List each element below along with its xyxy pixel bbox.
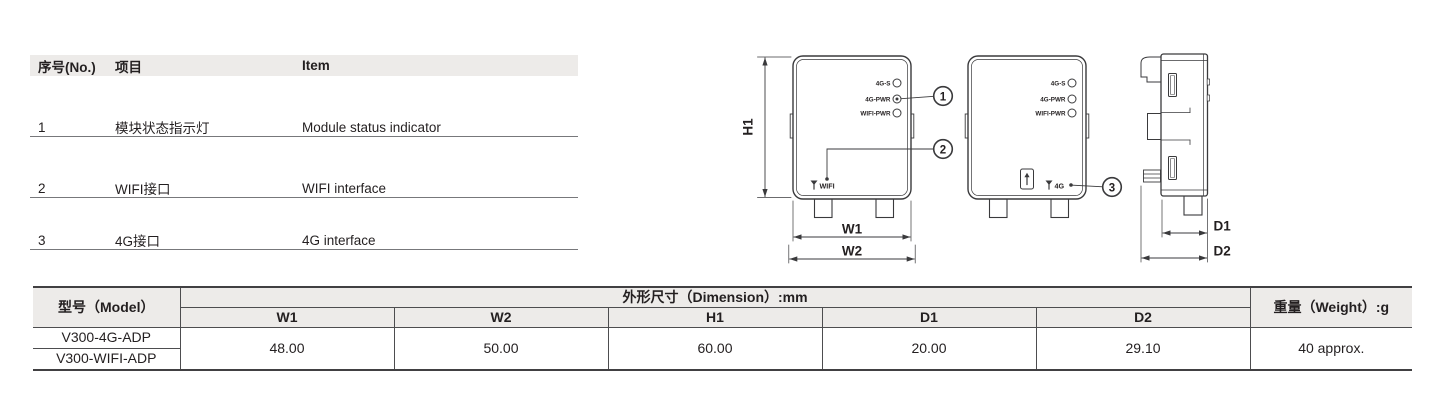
table-subheader-row: W1 W2 H1 D1 D2: [33, 307, 1412, 328]
dimension-group-header: 外形尺寸（Dimension）:mm: [179, 286, 1251, 308]
callout-1: [932, 85, 954, 107]
col-header-w1: W1: [179, 307, 395, 328]
callout-3-number: 3: [1109, 182, 1115, 194]
led-label: WIFI-PWR: [1035, 110, 1066, 117]
row-item-en: WIFI interface: [302, 180, 387, 196]
mount-foot: [988, 198, 1008, 219]
front-view-4g: [964, 55, 1104, 219]
dim-w2: [788, 244, 916, 264]
col-header-item-en: Item: [302, 58, 330, 73]
led-4g-s: [1067, 78, 1077, 88]
table-header-row: 型号（Model） 外形尺寸（Dimension）:mm 重量（Weight）:…: [33, 286, 1413, 328]
col-header-d2: D2: [1035, 307, 1251, 328]
col-header-d1: D1: [821, 307, 1037, 328]
device-body: [967, 55, 1087, 200]
antenna-label-4g: 4G: [1055, 182, 1065, 191]
mount-foot: [875, 198, 895, 219]
led-wifi-pwr: [1067, 108, 1077, 118]
col-header-item-cn: 项目: [115, 59, 142, 75]
model-name: V300-WIFI-ADP: [33, 348, 181, 371]
mount-foot: [1183, 195, 1203, 216]
row-item-en: 4G interface: [302, 232, 376, 248]
front-view-wifi: [757, 55, 935, 264]
led-label: 4G-S: [876, 80, 891, 87]
row-item-cn: 模块状态指示灯: [115, 121, 210, 136]
antenna-label-wifi: WIFI: [820, 182, 835, 191]
callout-1-number: 1: [940, 91, 947, 103]
led-label: 4G-PWR: [1040, 96, 1066, 103]
model-column-header: 型号（Model）: [33, 286, 181, 328]
table-row: V300-4G-ADP 48.00 50.00 60.00 20.00 29.1…: [33, 327, 1413, 371]
dim-label-h1: H1: [741, 118, 756, 136]
callout-2: [932, 138, 954, 160]
device-side-body: [1160, 53, 1209, 197]
technical-drawings: 4G-S 4G-PWR WIFI-PWR WIFI H1 W1 W2 1 2: [740, 20, 1260, 280]
callout-2-number: 2: [940, 144, 946, 156]
led-4g-pwr: [1067, 94, 1077, 104]
row-no: 3: [38, 232, 46, 248]
dim-label-w1: W1: [842, 222, 863, 237]
value-weight: 40 approx.: [1249, 327, 1413, 371]
dimension-table: 型号（Model） 外形尺寸（Dimension）:mm 重量（Weight）:…: [33, 286, 1413, 371]
dim-label-d2: D2: [1214, 244, 1231, 259]
led-wifi-pwr: [892, 108, 902, 118]
value-d1: 20.00: [821, 327, 1037, 371]
value-w2: 50.00: [393, 327, 609, 371]
led-label: 4G-PWR: [865, 96, 891, 103]
col-header-h1: H1: [607, 307, 823, 328]
table-row: V300-WIFI-ADP: [33, 348, 1412, 371]
dim-h1: [757, 56, 792, 198]
led-label: 4G-S: [1051, 80, 1066, 87]
mount-foot: [813, 198, 833, 219]
drawings-svg: 4G-S 4G-PWR WIFI-PWR WIFI H1 W1 W2 1 2: [741, 53, 1232, 264]
device-body: [792, 55, 912, 200]
sim-card-icon: [1020, 168, 1034, 190]
row-no: 2: [38, 180, 46, 196]
table-row: 1 模块状态指示灯 Module status indicator: [30, 117, 578, 137]
value-d2: 29.10: [1035, 327, 1251, 371]
4g-antenna-icon: [1045, 180, 1053, 190]
row-item-cn: WIFI接口: [115, 182, 171, 197]
mount-foot: [1050, 198, 1070, 219]
value-h1: 60.00: [607, 327, 823, 371]
item-table-header: 序号(No.) 项目 Item: [30, 55, 578, 76]
side-view: [1140, 53, 1210, 263]
table-row: 3 4G接口 4G interface: [30, 230, 578, 250]
table-row: 2 WIFI接口 WIFI interface: [30, 178, 578, 198]
wifi-antenna-icon: [810, 180, 818, 190]
row-no: 1: [38, 119, 46, 135]
dim-w1: [792, 200, 912, 242]
led-label: WIFI-PWR: [860, 110, 891, 117]
led-4g-pwr: [892, 94, 902, 104]
col-header-no: 序号(No.): [38, 59, 96, 75]
value-w1: 48.00: [179, 327, 395, 371]
col-header-w2: W2: [393, 307, 609, 328]
dim-d2: [1140, 185, 1207, 263]
dim-d1: [1161, 198, 1208, 263]
led-4g-s: [892, 78, 902, 88]
row-item-cn: 4G接口: [115, 234, 161, 249]
callout-3: [1101, 176, 1123, 198]
row-item-en: Module status indicator: [302, 119, 441, 135]
dim-label-d1: D1: [1214, 219, 1232, 234]
dim-label-w2: W2: [842, 244, 862, 259]
model-name: V300-4G-ADP: [33, 327, 181, 349]
weight-column-header: 重量（Weight）:g: [1249, 286, 1413, 328]
